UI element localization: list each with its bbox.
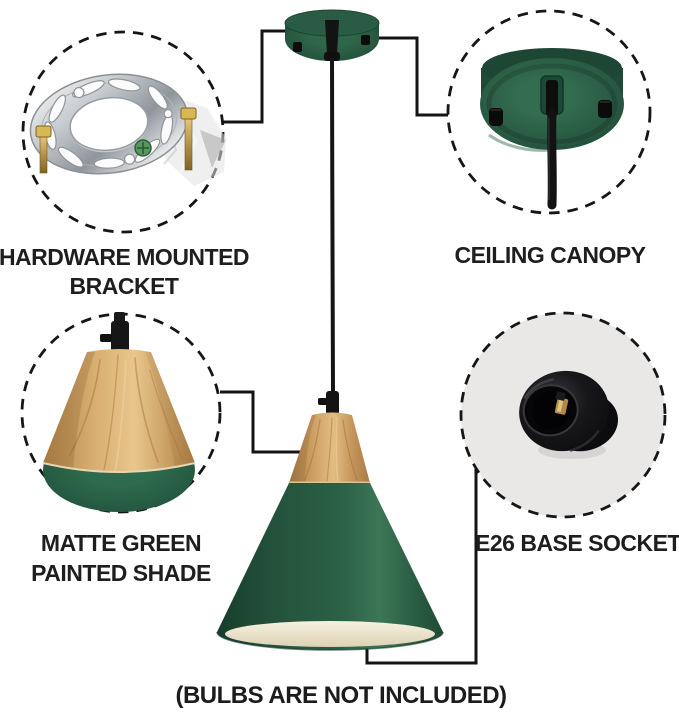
- ground-screw: [134, 139, 152, 157]
- wood-cone: [289, 412, 370, 483]
- pendant-cord: [330, 57, 335, 395]
- connector-line-socket: [365, 466, 478, 665]
- green-shade: [217, 483, 443, 650]
- cord-fitting: [111, 321, 129, 354]
- wood-cone: [43, 349, 195, 472]
- bracket-label: HARDWARE MOUNTED BRACKET: [0, 243, 250, 301]
- callout-circle-canopy: [446, 9, 652, 215]
- bracket-label-line1: HARDWARE MOUNTED: [0, 244, 250, 270]
- cord-lock-knob: [318, 398, 327, 405]
- socket-label-text: E26 BASE SOCKET: [475, 530, 679, 556]
- socket-label: E26 BASE SOCKET: [468, 529, 679, 558]
- shade-closeup-photo: [42, 312, 196, 512]
- connector-line-canopy: [378, 36, 448, 117]
- shade-inner: [225, 621, 435, 647]
- canopy-closeup-photo: [480, 48, 624, 210]
- canopy-screw: [489, 108, 503, 126]
- canopy-screw: [293, 42, 302, 52]
- canopy-screw: [598, 100, 612, 118]
- cord: [547, 107, 557, 210]
- socket-closeup-photo: [519, 370, 618, 459]
- canopy-label: CEILING CANOPY: [440, 241, 660, 270]
- mounting-ring: [29, 73, 189, 175]
- shade-rim-line: [42, 462, 196, 473]
- bulbs-note-text: (BULBS ARE NOT INCLUDED): [175, 682, 507, 709]
- main-canopy-photo: [284, 9, 380, 61]
- shade-label: MATTE GREEN PAINTED SHADE: [0, 528, 242, 588]
- bracket-label-line2: BRACKET: [69, 273, 179, 299]
- shade-label-line2: PAINTED SHADE: [31, 560, 211, 586]
- connector-line-shade: [220, 390, 300, 454]
- canopy-label-text: CEILING CANOPY: [454, 242, 646, 268]
- shade-label-line1: MATTE GREEN: [40, 530, 202, 556]
- connector-line-bracket: [222, 29, 286, 124]
- cord-grip: [325, 20, 339, 54]
- cord-fitting: [326, 391, 339, 415]
- bulbs-note: (BULBS ARE NOT INCLUDED): [151, 682, 531, 710]
- mounting-screws: [35, 107, 197, 174]
- connector-lines: [220, 29, 478, 665]
- pendant-lamp-photo: [216, 391, 444, 651]
- canopy-screw: [361, 35, 370, 45]
- bracket-photo: [29, 73, 226, 186]
- wood-grain: [69, 354, 183, 473]
- wood-grain: [304, 416, 358, 482]
- cord-lock-knob: [100, 334, 112, 342]
- callout-circle-bracket: [21, 30, 225, 234]
- socket-contact: [554, 391, 569, 415]
